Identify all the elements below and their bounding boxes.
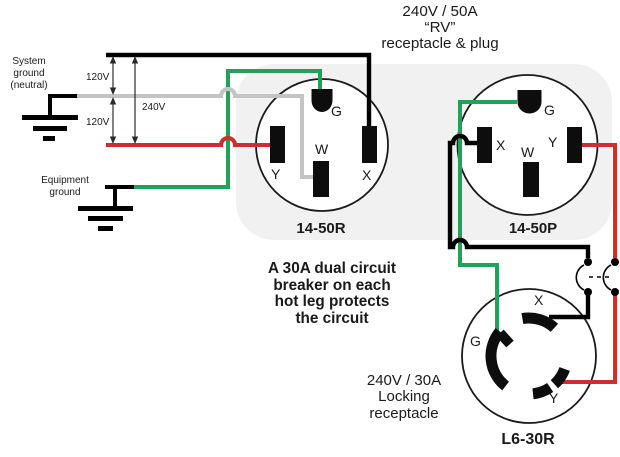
arrowhead: [109, 136, 117, 144]
rv-title-line: receptacle & plug: [381, 35, 499, 53]
r1450-name: 14-50R: [296, 220, 346, 237]
locking-title-line: receptacle: [369, 404, 439, 422]
terminal-w-blade: [523, 162, 539, 197]
p1450-name: 14-50P: [508, 220, 558, 237]
system-ground-line: System: [12, 56, 46, 67]
green-wire-load: [458, 100, 517, 337]
rv-title-line: “RV”: [424, 19, 456, 37]
equipment-ground-symbol: [78, 185, 134, 231]
locking-blade-g: [485, 328, 510, 391]
voltage-arrowheads: [109, 56, 139, 144]
arrowhead: [131, 136, 139, 144]
breaker-contact-dot: [584, 258, 592, 266]
receptacle-l6-30r-blades: [485, 312, 570, 400]
connector-faces: [255, 74, 599, 424]
breaker-pole-arc: [602, 264, 612, 291]
green-wire-supply: [133, 69, 322, 189]
system-ground-line: ground: [13, 68, 45, 79]
locking-blade-y: [550, 366, 570, 389]
voltage-label-120v-lower: 120V: [86, 117, 110, 128]
l630r-terminal-y-label: Y: [549, 390, 559, 406]
p1450-terminal-g-label: G: [544, 102, 555, 118]
p1450-terminal-x-label: X: [496, 137, 506, 153]
equipment-ground-line: ground: [49, 187, 81, 198]
locking-blade-g-hook: [496, 329, 514, 348]
system-ground-line: (neutral): [10, 80, 48, 91]
black-wire-breaker-to-x: [549, 295, 591, 320]
terminal-y-slot: [270, 126, 285, 163]
system-ground-symbol: [22, 94, 78, 141]
locking-title-line: Locking: [378, 388, 430, 406]
locking-blade-x: [521, 312, 559, 333]
breaker-contact-dot: [611, 288, 619, 296]
terminal-w-slot: [313, 161, 329, 197]
red-wire-breaker-to-y: [559, 295, 617, 384]
arrowhead: [109, 97, 117, 105]
breaker-contact-dot: [584, 288, 592, 296]
breaker-note: A 30A dual circuit breaker on each hot l…: [242, 260, 422, 327]
breaker-contact-dot: [611, 258, 619, 266]
voltage-label-120v-upper: 120V: [86, 72, 110, 83]
ground-lead: [48, 94, 77, 117]
black-hot-wires: [106, 52, 591, 320]
r1450-terminal-w-label: W: [315, 141, 329, 157]
terminal-g-pin: [311, 89, 333, 113]
black-wire-supply: [106, 52, 372, 127]
terminal-y-blade: [567, 127, 582, 163]
voltage-arrows: [112, 60, 136, 140]
locking-blade-y-hook: [532, 382, 554, 400]
receptacle-14-50r-terminals: [270, 89, 377, 197]
breaker-note-line: hot leg protects: [274, 293, 390, 311]
breaker-pole-arc: [575, 264, 585, 291]
terminal-g-pin: [517, 90, 542, 114]
receptacle-l6-30r-face: [461, 288, 597, 424]
neutral-wire: [77, 87, 314, 179]
terminal-x-slot: [362, 126, 377, 163]
r1450-terminal-y-label: Y: [271, 166, 281, 182]
breaker-note-line: A 30A dual circuit: [267, 260, 397, 277]
plug-14-50p-terminals: [477, 90, 582, 197]
arrowhead: [131, 56, 139, 64]
l630r-terminal-g-label: G: [470, 333, 481, 349]
l630r-terminal-x-label: X: [534, 292, 544, 308]
p1450-terminal-y-label: Y: [548, 134, 558, 150]
rv-title: 240V / 50A “RV” receptacle & plug: [355, 3, 525, 53]
locking-receptacle-title: 240V / 30A Locking receptacle: [334, 372, 474, 422]
arrowhead: [109, 87, 117, 95]
r1450-terminal-g-label: G: [331, 103, 342, 119]
red-hot-wires: [106, 136, 617, 384]
p1450-terminal-w-label: W: [521, 144, 535, 160]
circuit-breaker-symbol: [575, 258, 619, 296]
system-ground-label: System ground (neutral): [3, 56, 55, 92]
black-wire-plug-to-breaker: [447, 133, 591, 258]
neutral-wires: [77, 87, 314, 179]
equipment-ground-line: Equipment: [41, 175, 89, 186]
equipment-ground-label: Equipment ground: [35, 175, 95, 199]
l630r-name: L6-30R: [501, 431, 555, 448]
r1450-terminal-x-label: X: [362, 167, 372, 183]
breaker-note-line: the circuit: [295, 309, 369, 327]
ground-wires: [133, 69, 517, 337]
red-wire-plug-to-breaker: [582, 143, 617, 258]
rv-title-line: 240V / 50A: [402, 3, 478, 20]
breaker-note-line: breaker on each: [273, 276, 391, 294]
voltage-label-240v: 240V: [142, 102, 166, 113]
locking-title-line: 240V / 30A: [366, 372, 442, 389]
arrowhead: [109, 56, 117, 64]
red-wire-supply: [106, 136, 273, 147]
terminal-x-blade: [477, 127, 492, 163]
